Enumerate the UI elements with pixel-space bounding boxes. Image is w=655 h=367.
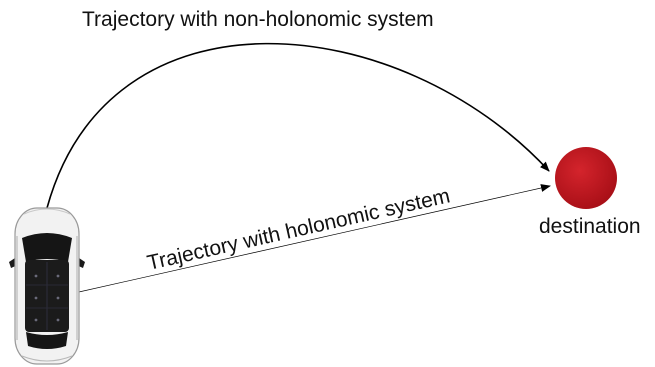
car-top-view-icon [9,208,85,364]
holonomic-trajectory [70,186,550,294]
non-holonomic-trajectory [47,44,549,208]
non-holonomic-label: Trajectory with non-holonomic system [82,8,434,31]
holonomic-label: Trajectory with holonomic system [145,184,452,275]
destination-label: destination [539,215,641,238]
destination-marker-icon [555,147,617,209]
